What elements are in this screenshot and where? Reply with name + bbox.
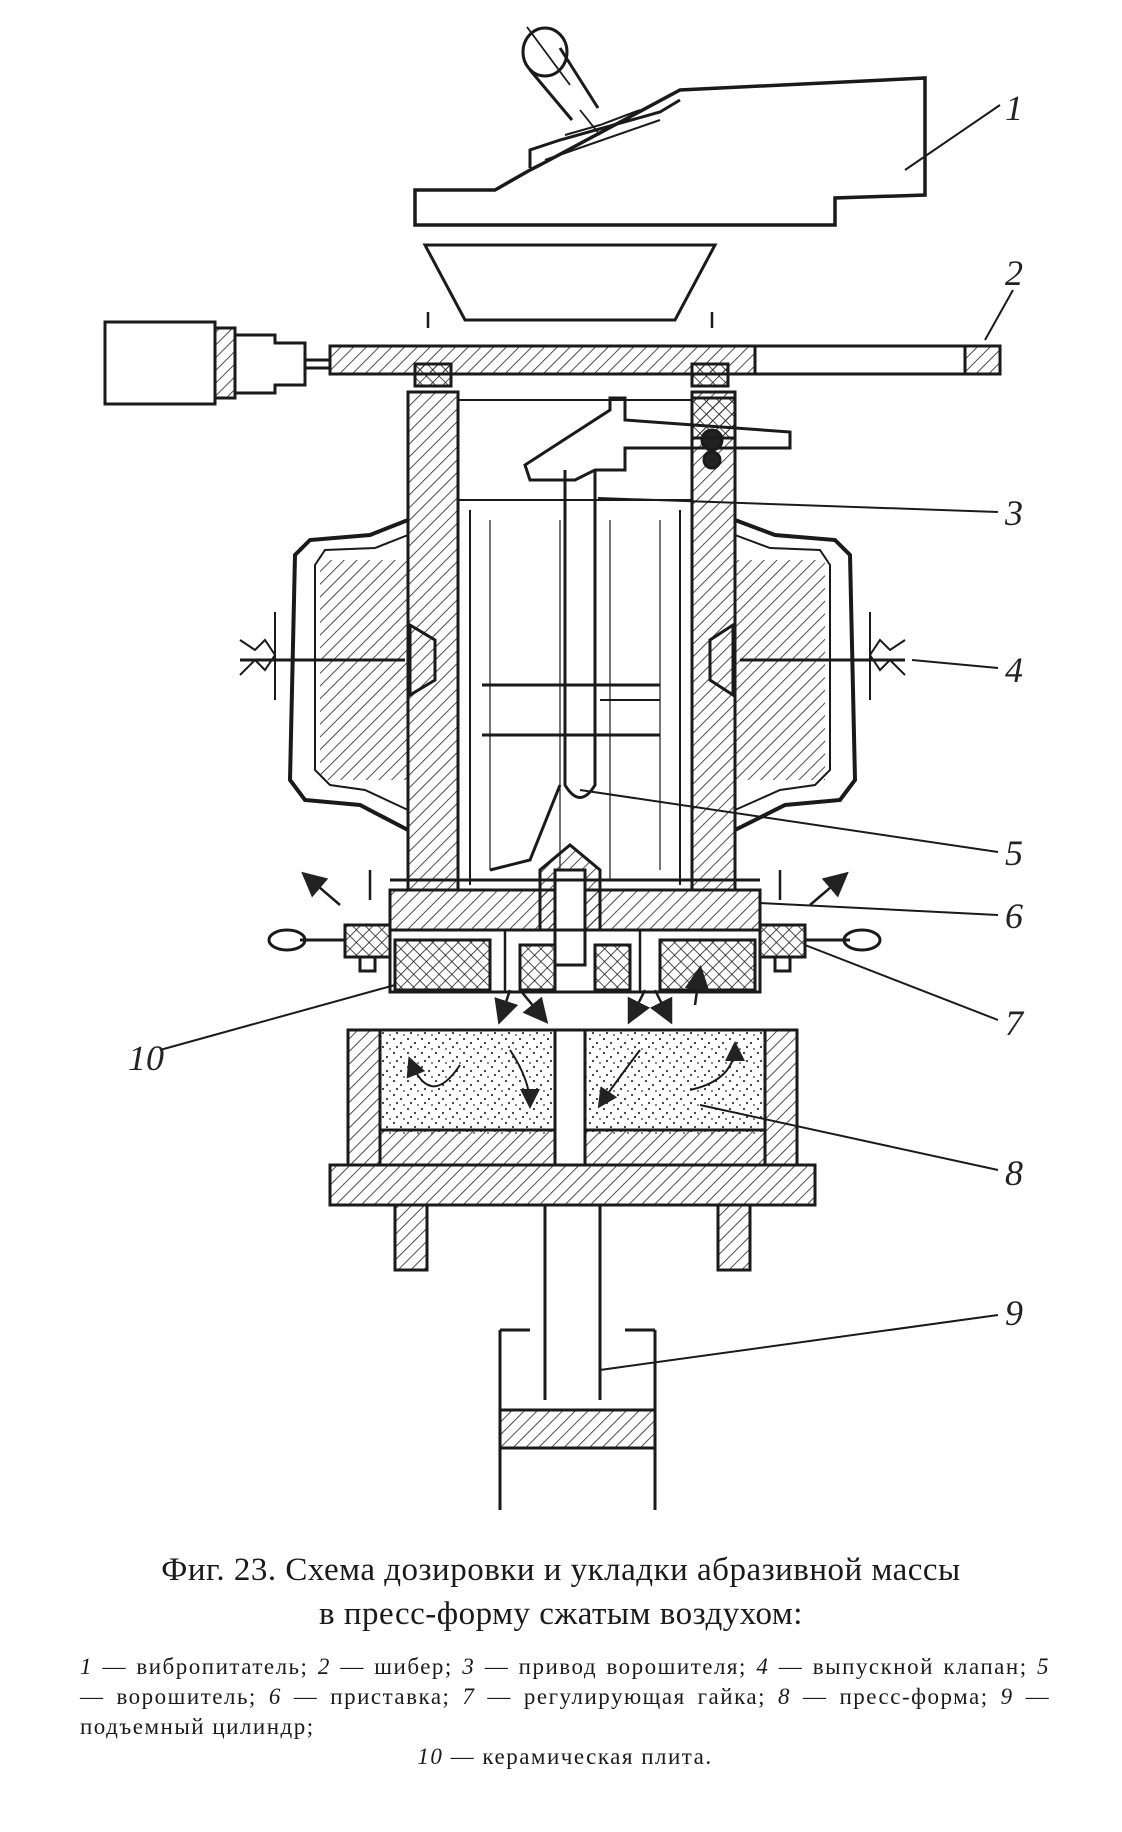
vibro-feeder xyxy=(413,26,927,227)
legend-item: 8 — пресс-форма; xyxy=(777,1684,989,1709)
feeder-handle xyxy=(521,26,601,136)
lifting-cylinder xyxy=(498,1205,657,1510)
figure-caption-title: Фиг. 23. Схема дозировки и укладки абраз… xyxy=(0,1548,1122,1636)
callout-10: 10 xyxy=(128,1038,164,1078)
figure-legend: 1 — вибропитатель; 2 — шибер; 3 — привод… xyxy=(80,1652,1050,1772)
caption-title-line-2: в пресс-форму сжатым воздухом: xyxy=(319,1596,803,1632)
press-table xyxy=(328,1163,817,1272)
callout-3: 3 xyxy=(1005,493,1023,533)
press-form xyxy=(346,1028,799,1167)
callout-2: 2 xyxy=(1005,253,1023,293)
callout-4: 4 xyxy=(1005,650,1023,690)
caption-title-line-1: Фиг. 23. Схема дозировки и укладки абраз… xyxy=(161,1552,961,1588)
airflow-arrows xyxy=(301,871,849,1025)
release-valve-right xyxy=(708,612,906,700)
callout-leaders xyxy=(159,104,1014,1371)
hopper-funnel xyxy=(422,243,718,328)
legend-item: 10 — керамическая плита. xyxy=(417,1744,713,1769)
legend-item: 4 — выпускной клапан; xyxy=(756,1654,1028,1679)
dosing-apparatus-diagram xyxy=(103,26,1014,1510)
release-valve-left xyxy=(239,612,437,700)
legend-item: 9 — подъемный цилиндр; xyxy=(80,1684,1051,1739)
legend-item: 6 — приставка; xyxy=(268,1684,451,1709)
legend-item: 1 — вибропитатель; xyxy=(80,1654,309,1679)
gate-drive-cylinder xyxy=(103,320,330,406)
adjusting-nut-left xyxy=(267,923,392,973)
callout-9: 9 xyxy=(1005,1293,1023,1333)
callout-1: 1 xyxy=(1005,88,1023,128)
adjusting-nut-right xyxy=(758,923,882,973)
housing xyxy=(287,390,858,892)
legend-item: 2 — шибер; xyxy=(317,1654,453,1679)
callout-8: 8 xyxy=(1005,1153,1023,1193)
agitator-drive xyxy=(523,396,792,482)
callout-7: 7 xyxy=(1005,1003,1023,1043)
slide-gate xyxy=(328,344,1002,388)
ceramic-plate xyxy=(388,928,762,994)
callout-5: 5 xyxy=(1005,833,1023,873)
agitator xyxy=(482,470,660,872)
legend-item: 5 — ворошитель; xyxy=(80,1654,1051,1709)
attachment-block xyxy=(368,843,782,967)
callout-6: 6 xyxy=(1005,896,1023,936)
legend-item: 3 — привод ворошителя; xyxy=(462,1654,747,1679)
legend-item: 7 — регулирующая гайка; xyxy=(462,1684,766,1709)
